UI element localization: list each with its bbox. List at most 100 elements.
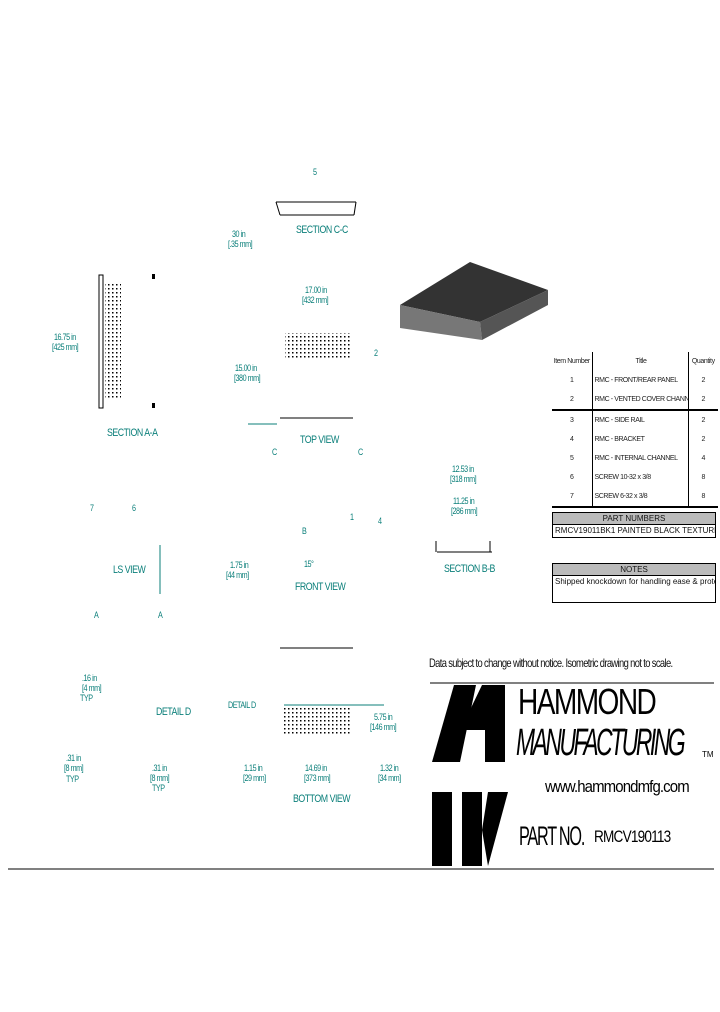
detail-d-dim2: .31 in (66, 753, 81, 763)
item-qty: 2 (701, 377, 706, 384)
item-qty: 2 (701, 396, 706, 403)
item-title: SCREW 6-32 x 3/8 (591, 487, 689, 508)
section-aa-title: SECTION A-A (107, 427, 158, 439)
table-row: 5 RMC - INTERNAL CHANNEL 4 (552, 449, 718, 468)
brand-manufacturing: MANUFACTURING (516, 722, 686, 764)
section-bb-dim2-mm: [286 mm] (451, 506, 478, 516)
item-qty: 2 (688, 409, 718, 430)
detail-d-dim2-mm: [8 mm] (64, 763, 84, 773)
header-title: Title (591, 352, 689, 371)
callout-4: 4 (378, 516, 382, 526)
item-qty: 8 (701, 474, 706, 481)
notes-box: NOTES Shipped knockdown for handling eas… (552, 563, 716, 603)
callout-1: 1 (350, 512, 354, 522)
callout-2: 2 (374, 348, 378, 358)
top-view-depth-mm: [380 mm] (234, 373, 261, 383)
item-number: 6 (570, 474, 574, 481)
section-bb-drawing (435, 541, 492, 553)
item-title: RMC - FRONT/REAR PANEL (591, 371, 689, 390)
section-marker-b: B (302, 526, 307, 536)
item-title: RMC - SIDE RAIL (591, 409, 689, 430)
item-number: 4 (570, 436, 574, 443)
section-aa-dim: 16.75 in (54, 332, 76, 342)
top-view-width-mm: [432 mm] (302, 295, 329, 305)
detail-d-dim3: .31 in (152, 763, 167, 773)
section-marker-c-right: C (358, 447, 363, 457)
detail-d-title: DETAIL D (156, 706, 191, 718)
section-marker-a-left: A (94, 610, 99, 620)
table-row: 4 RMC - BRACKET 2 (552, 430, 718, 449)
front-view-height-mm: [44 mm] (226, 570, 249, 580)
item-title: RMC - INTERNAL CHANNEL (591, 449, 689, 468)
part-numbers-entry: RMCV19011BK1 PAINTED BLACK TEXTURED (555, 526, 715, 535)
isometric-enclosure (400, 262, 548, 340)
section-cc-dim: 30 in (232, 229, 246, 239)
item-qty: 2 (701, 436, 706, 443)
bottom-view-dim-mid: 14.69 in (305, 763, 327, 773)
section-aa-dim-mm: [425 mm] (52, 342, 79, 352)
table-header-row: Item Number Title Quantity (552, 352, 718, 371)
detail-d-dim1-mm: [4 mm] (82, 683, 102, 693)
detail-d-dim3-note: TYP (152, 783, 165, 793)
bottom-view-title: BOTTOM VIEW (293, 793, 351, 805)
front-view-height: 1.75 in (230, 560, 249, 570)
table-row: 2 RMC - VENTED COVER CHANNEL 2 (552, 390, 718, 410)
item-title: SCREW 10-32 x 3/8 (591, 468, 689, 487)
detail-d-dim1: .16 in (82, 673, 97, 683)
bottom-view-depth-mm: [146 mm] (370, 722, 397, 732)
bottom-view-dim-right-mm: [34 mm] (378, 773, 401, 783)
item-number: 3 (552, 409, 592, 430)
front-view-angle: 15° (304, 559, 314, 569)
bottom-view-dim-mid-mm: [373 mm] (304, 773, 331, 783)
table-row: 6 SCREW 10-32 x 3/8 8 (552, 468, 718, 487)
part-numbers-header: PART NUMBERS (553, 513, 715, 525)
item-title: RMC - VENTED COVER CHANNEL (591, 390, 689, 410)
section-marker-a-right: A (158, 610, 163, 620)
callout-6: 6 (132, 503, 136, 513)
section-marker-c-left: C (272, 447, 277, 457)
bottom-view-dim-left: 1.15 in (244, 763, 263, 773)
section-bb-dim1-mm: [318 mm] (450, 474, 477, 484)
bill-of-materials-table: Item Number Title Quantity 1 RMC - FRONT/… (552, 352, 718, 508)
bottom-view-depth: 5.75 in (374, 712, 393, 722)
hammond-logo (432, 685, 508, 866)
ls-view-title: LS VIEW (113, 564, 146, 576)
bottom-view-vents (284, 705, 350, 735)
notes-entry: Shipped knockdown for handling ease & pr… (555, 577, 715, 586)
header-quantity: Quantity (691, 358, 715, 365)
header-item: Item Number (553, 358, 590, 365)
disclaimer: Data subject to change without notice. I… (429, 656, 673, 670)
item-qty: 4 (701, 455, 706, 462)
item-number: 5 (570, 455, 574, 462)
bottom-view-detail-ref: DETAIL D (228, 700, 256, 710)
notes-header: NOTES (553, 564, 715, 576)
bottom-view-dim-right: 1.32 in (380, 763, 399, 773)
table-row: 1 RMC - FRONT/REAR PANEL 2 (552, 371, 718, 390)
part-no-value: RMCV190113 (594, 827, 671, 846)
callout-7: 7 (90, 503, 94, 513)
top-view-title: TOP VIEW (300, 434, 339, 446)
website: www.hammondmfg.com (545, 777, 690, 796)
callout-5: 5 (313, 167, 317, 177)
section-cc-drawing (275, 201, 357, 216)
item-qty: 8 (688, 487, 718, 508)
bottom-view-dim-left-mm: [29 mm] (243, 773, 266, 783)
item-number: 2 (570, 396, 574, 403)
section-cc-dim-mm: [.35 mm] (228, 239, 253, 249)
detail-d-dim2-note: TYP (66, 774, 79, 784)
section-aa-drawing (98, 274, 155, 409)
part-no-label: PART NO. (519, 821, 585, 851)
top-view-drawing (248, 333, 353, 425)
item-number: 7 (552, 487, 592, 508)
section-bb-dim2: 11.25 in (453, 496, 475, 506)
item-number: 1 (570, 377, 574, 384)
front-view-title: FRONT VIEW (295, 581, 346, 593)
detail-d-dim1-note: TYP (80, 693, 93, 703)
brand-name: HAMMOND (518, 681, 657, 722)
part-numbers-box: PART NUMBERS RMCV19011BK1 PAINTED BLACK … (552, 512, 716, 538)
section-cc-title: SECTION C-C (296, 224, 348, 236)
item-title: RMC - BRACKET (591, 430, 689, 449)
